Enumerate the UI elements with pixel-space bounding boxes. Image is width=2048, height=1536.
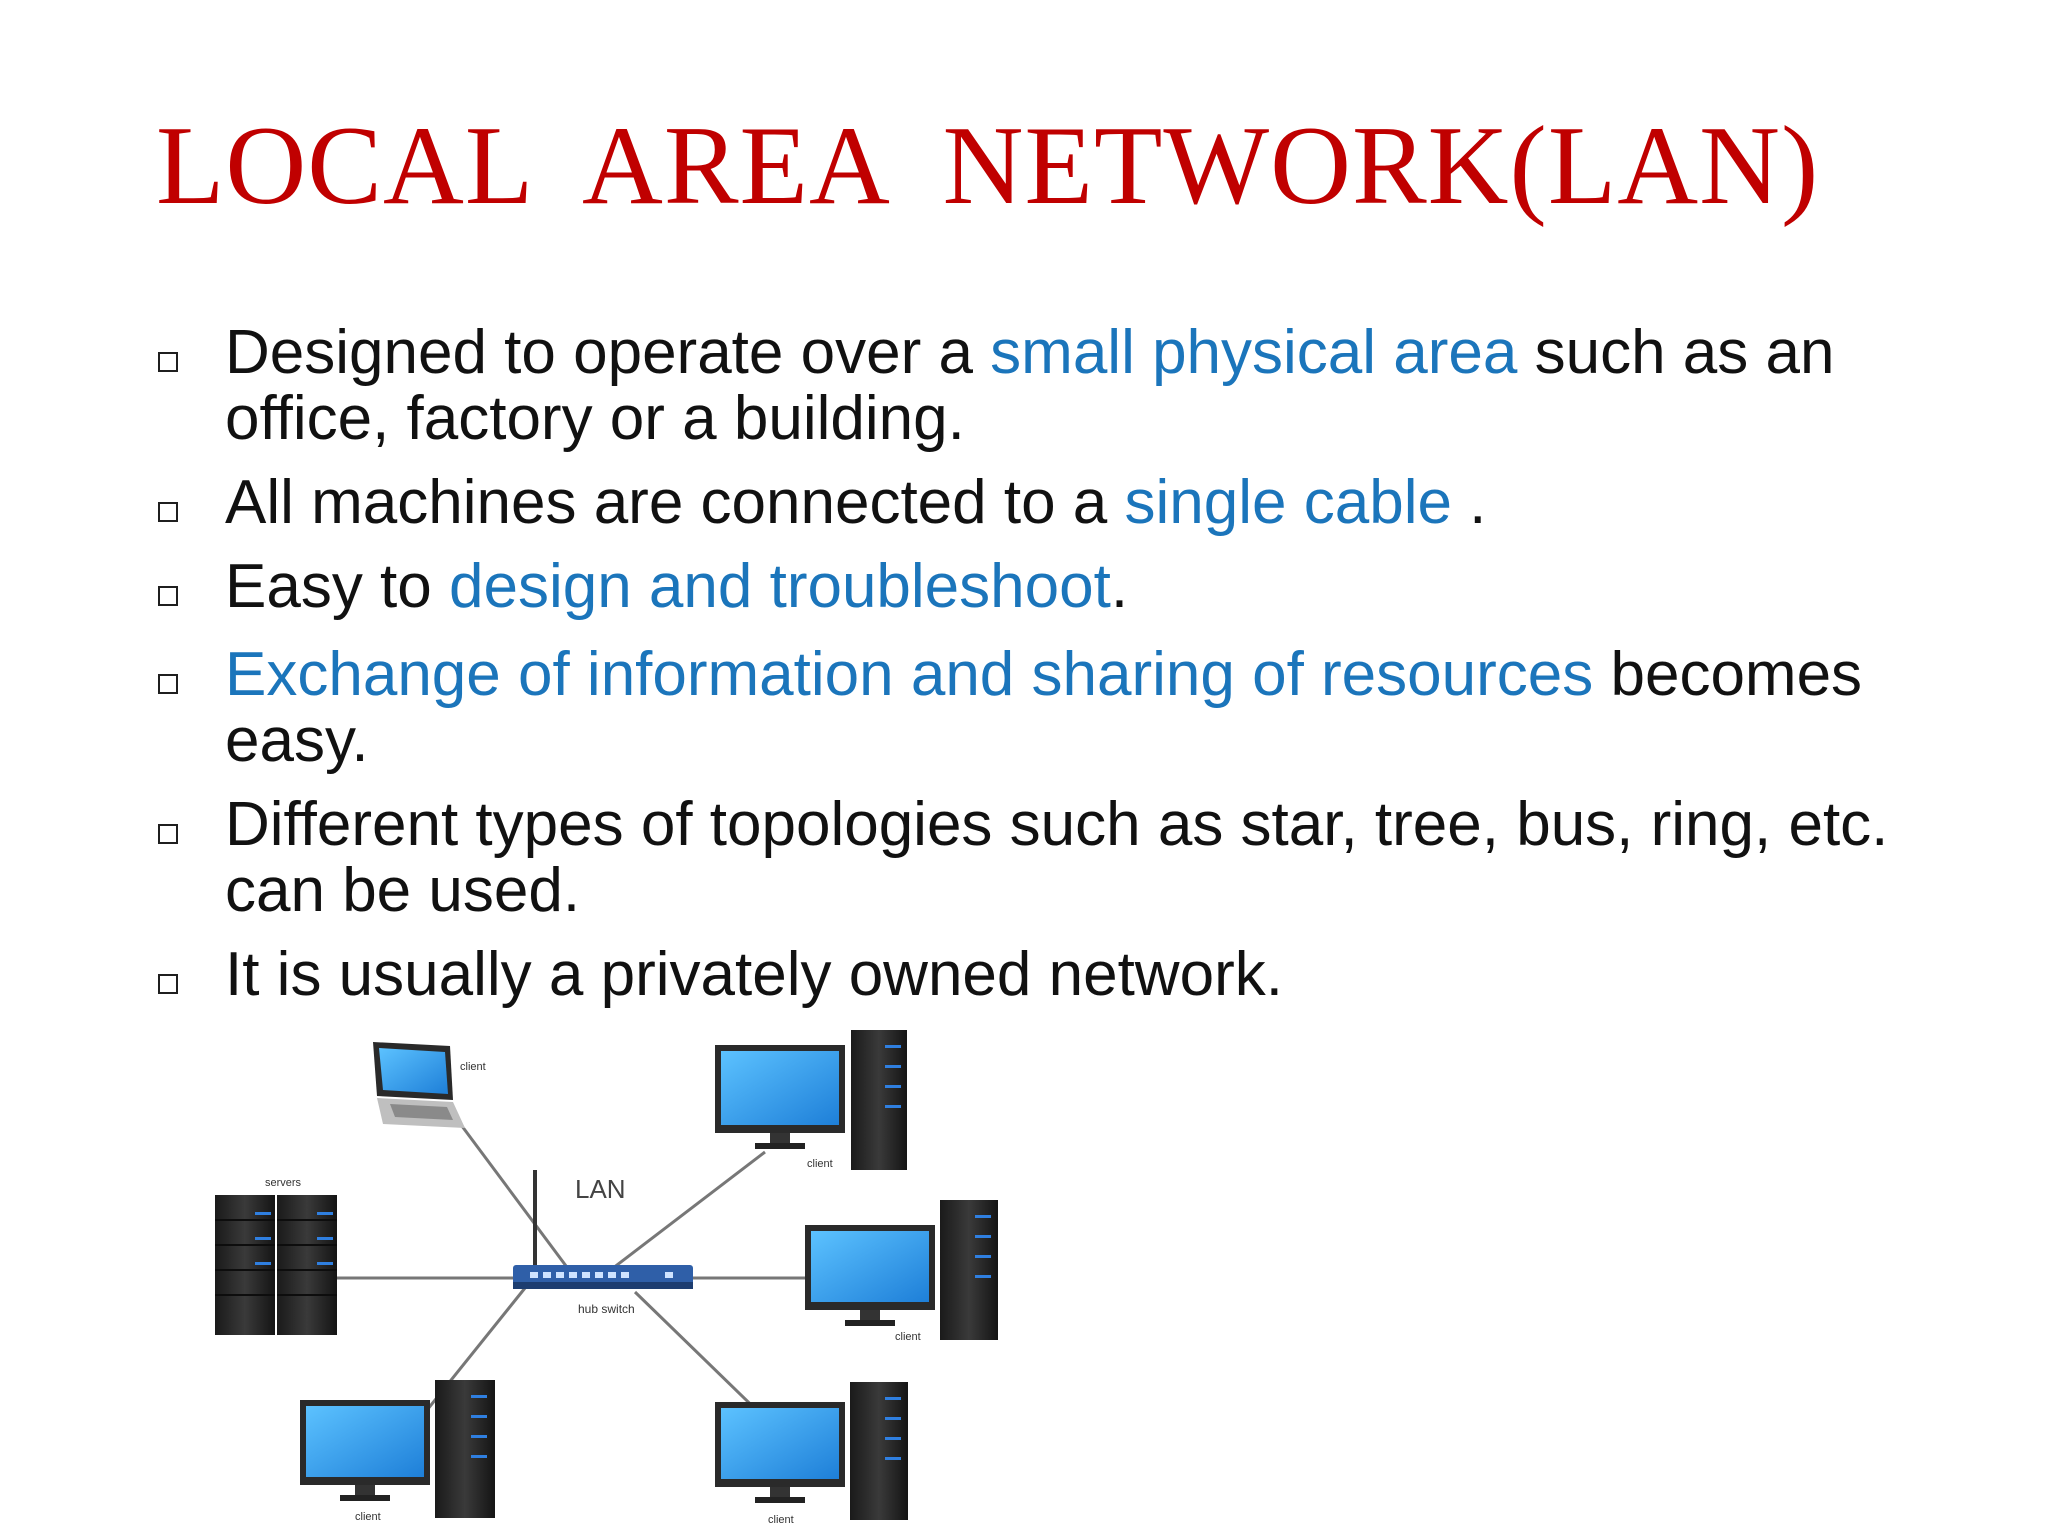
desktop-client-label: client: [807, 1158, 833, 1170]
network-cables: [285, 1109, 835, 1430]
square-bullet-icon: [158, 586, 178, 606]
laptop-client-icon: [373, 1042, 465, 1128]
bullet-text-plain: .: [1110, 552, 1129, 621]
bullet-list: Designed to operate over a small physica…: [150, 320, 1950, 1008]
bullet-text-plain: becomes easy.: [225, 640, 1863, 775]
bullet-text-highlight: small physical area: [990, 318, 1518, 387]
bullet-item: Different types of topologies such as st…: [150, 792, 1950, 924]
desktop-client-label: client: [895, 1331, 921, 1343]
lan-network-diagram: LAN hub switch servers client client: [215, 1030, 998, 1526]
desktop-client-icon: [300, 1380, 495, 1518]
bullet-item: It is usually a privately owned network.: [150, 942, 1950, 1008]
bullet-text-plain: All machines are connected to a: [225, 468, 1125, 537]
bullet-text-highlight: Exchange of information and sharing of r…: [225, 640, 1594, 709]
laptop-client-label: client: [460, 1061, 486, 1073]
bullet-item: Designed to operate over a small physica…: [150, 320, 1950, 452]
square-bullet-icon: [158, 502, 178, 522]
bullet-text-plain: such as an office, factory or a building…: [225, 318, 1835, 453]
bullet-text-plain: .: [1451, 468, 1487, 537]
square-bullet-icon: [158, 974, 178, 994]
hub-switch-icon: [513, 1170, 693, 1289]
bullet-text-highlight: design and troubleshoot: [449, 552, 1111, 621]
desktop-client-label: client: [768, 1514, 794, 1526]
bullet-text-plain: Different types of topologies such as st…: [225, 790, 1889, 925]
servers-label: servers: [265, 1177, 302, 1189]
servers-icon: [215, 1195, 337, 1335]
square-bullet-icon: [158, 824, 178, 844]
desktop-client-icon: [715, 1030, 907, 1170]
slide-title: LOCAL AREA NETWORK(LAN): [156, 104, 1820, 228]
lan-label: LAN: [575, 1174, 626, 1204]
desktop-client-label: client: [355, 1511, 381, 1523]
bullet-text-plain: Designed to operate over a: [225, 318, 991, 387]
bullet-text-highlight: single cable: [1124, 468, 1452, 537]
square-bullet-icon: [158, 352, 178, 372]
bullet-item: Exchange of information and sharing of r…: [150, 642, 1950, 774]
desktop-client-icon: [715, 1382, 908, 1520]
hub-switch-label: hub switch: [578, 1302, 635, 1316]
bullet-text-plain: Easy to: [225, 552, 449, 621]
square-bullet-icon: [158, 674, 178, 694]
desktop-client-icon: [805, 1200, 998, 1340]
bullet-item: Easy to design and troubleshoot.: [150, 554, 1950, 620]
bullet-item: All machines are connected to a single c…: [150, 470, 1950, 536]
bullet-text-plain: It is usually a privately owned network.: [225, 940, 1283, 1009]
